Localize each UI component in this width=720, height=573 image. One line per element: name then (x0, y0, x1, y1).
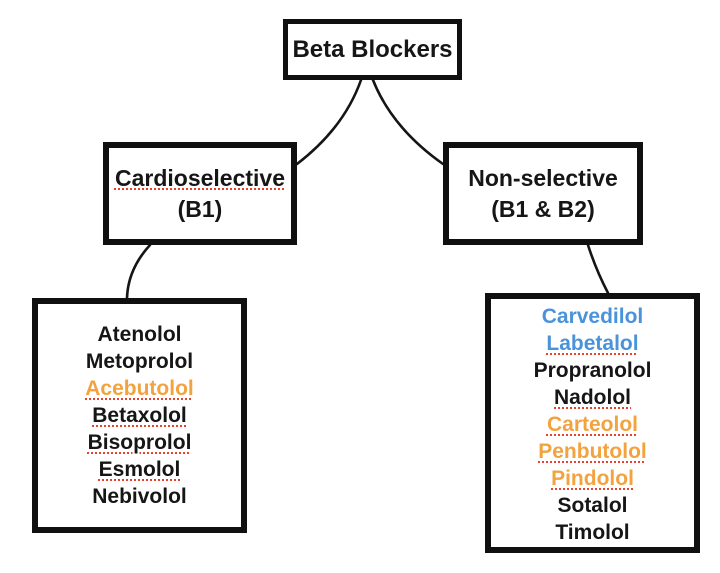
drug-nadolol: Nadolol (554, 386, 631, 409)
node-nonselective-subtitle: (B1 & B2) (491, 195, 595, 222)
drug-timolol: Timolol (555, 521, 630, 544)
drug-sotalol: Sotalol (557, 494, 628, 517)
drug-labetalol: Labetalol (546, 332, 639, 355)
drug-carteolol: Carteolol (546, 413, 638, 436)
drug-esmolol: Esmolol (98, 458, 181, 481)
node-cardioselective: Cardioselective (B1) (103, 142, 297, 245)
node-beta-blockers-label: Beta Blockers (292, 35, 453, 63)
connector-root-to-nonselective (371, 78, 445, 166)
node-cardioselective-title: Cardioselective (114, 164, 286, 191)
drug-betaxolol: Betaxolol (92, 404, 187, 427)
drug-metoprolol: Metoprolol (85, 350, 194, 373)
drug-acebutolol: Acebutolol (85, 377, 194, 400)
node-nonselective-title: Non-selective (468, 164, 618, 191)
drug-atenolol: Atenolol (97, 323, 182, 346)
drug-bisoprolol: Bisoprolol (87, 431, 192, 454)
drug-penbutolol: Penbutolol (538, 440, 647, 463)
connector-root-to-cardioselective (295, 78, 363, 166)
node-beta-blockers: Beta Blockers (283, 19, 462, 80)
drug-propranolol: Propranolol (533, 359, 652, 382)
node-nonselective: Non-selective (B1 & B2) (443, 142, 643, 245)
connector-cardioselective-to-list (125, 243, 152, 300)
drug-pindolol: Pindolol (551, 467, 634, 490)
drug-nebivolol: Nebivolol (92, 485, 187, 508)
drug-carvedilol: Carvedilol (541, 305, 644, 328)
node-cardioselective-subtitle: (B1) (177, 195, 223, 222)
connector-nonselective-to-list (586, 243, 610, 295)
